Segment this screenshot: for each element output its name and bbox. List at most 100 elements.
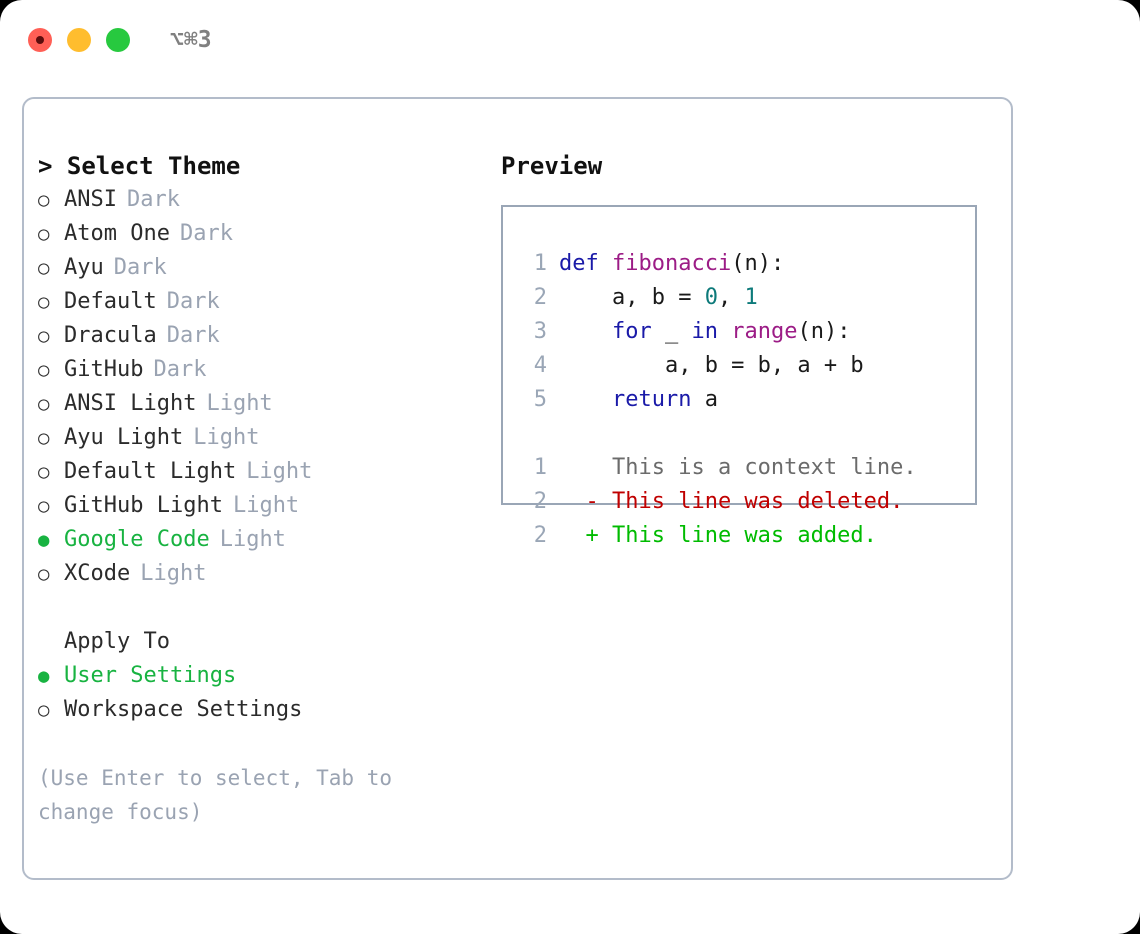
code-line-content: return a — [559, 383, 718, 417]
theme-option-kind: Light — [232, 493, 300, 518]
code-token-plain — [559, 387, 612, 412]
code-token-plain: a, b = b, a + b — [559, 353, 864, 378]
code-token-plain: (n): — [797, 319, 851, 344]
apply-to-option-list: ● User Settings ○ Workspace Settings — [38, 659, 488, 727]
apply-to-option-user-settings[interactable]: ● User Settings — [38, 659, 488, 693]
theme-option-label: Google Code — [64, 527, 210, 552]
preview-header: Preview — [501, 152, 603, 180]
code-token-kw: return — [611, 387, 692, 412]
theme-option-label: ANSI Light — [64, 391, 197, 416]
code-line-content: for _ in range(n): — [559, 315, 850, 349]
theme-option-kind: Dark — [126, 187, 180, 212]
diff-sample: 1 This is a context line.2 - This line w… — [519, 451, 975, 553]
theme-option-kind: Light — [140, 561, 207, 586]
apply-to-option-label: User Settings — [64, 663, 237, 688]
diff-line-del: 2 - This line was deleted. — [519, 485, 975, 519]
diff-line-content: - This line was deleted. — [559, 489, 904, 514]
theme-option-label: Default — [64, 289, 157, 314]
code-token-fn: range — [731, 319, 798, 344]
radio-unselected-icon: ○ — [38, 359, 50, 381]
theme-selector-header: > Select Theme — [38, 152, 241, 180]
close-icon — [36, 36, 44, 44]
theme-option-label: Default Light — [64, 459, 237, 484]
diff-line-number: 2 — [533, 523, 547, 548]
code-line-number: 5 — [533, 387, 547, 412]
code-line: 2 a, b = 0, 1 — [519, 281, 975, 315]
diff-line-number: 1 — [533, 455, 547, 480]
theme-option-label: Ayu — [64, 255, 104, 280]
code-token-plain: (n): — [731, 251, 785, 276]
code-token-plain: a — [691, 387, 718, 412]
radio-unselected-icon: ○ — [38, 325, 50, 347]
window-shortcut-label: ⌥⌘3 — [170, 27, 212, 53]
radio-unselected-icon: ○ — [38, 427, 50, 449]
radio-unselected-icon: ○ — [38, 699, 50, 721]
theme-option-kind: Light — [206, 391, 273, 416]
close-window-button[interactable] — [28, 28, 52, 52]
code-token-num: 1 — [744, 285, 758, 310]
code-line-number: 2 — [533, 285, 547, 310]
code-token-kw: for — [611, 319, 652, 344]
theme-option-dracula[interactable]: ○ Dracula Dark — [38, 319, 488, 353]
code-line: 3 for _ in range(n): — [519, 315, 975, 349]
theme-option-label: Atom One — [64, 221, 170, 246]
theme-option-kind: Light — [193, 425, 260, 450]
theme-option-label: Dracula — [64, 323, 157, 348]
diff-line-ctx: 1 This is a context line. — [519, 451, 975, 485]
code-token-kw: def — [559, 251, 612, 276]
code-token-kw: in — [691, 319, 718, 344]
theme-option-kind: Dark — [179, 221, 233, 246]
theme-option-kind: Light — [219, 527, 286, 552]
preview-spacer — [519, 417, 975, 451]
radio-unselected-icon: ○ — [38, 223, 50, 245]
theme-option-kind: Dark — [166, 289, 220, 314]
diff-line-content: + This line was added. — [559, 523, 877, 548]
code-token-plain — [718, 319, 731, 344]
code-line-number: 4 — [533, 353, 547, 378]
maximize-window-button[interactable] — [106, 28, 130, 52]
radio-selected-icon: ● — [38, 665, 50, 687]
apply-to-section: Apply To ● User Settings ○ Workspace Settin… — [38, 625, 488, 727]
apply-to-option-workspace-settings[interactable]: ○ Workspace Settings — [38, 693, 488, 727]
radio-unselected-icon: ○ — [38, 189, 50, 211]
keyboard-hint-text: (Use Enter to select, Tab to change focu… — [38, 766, 393, 824]
theme-option-kind: Dark — [153, 357, 207, 382]
theme-option-atom-one[interactable]: ○ Atom One Dark — [38, 217, 488, 251]
code-line: 5 return a — [519, 383, 975, 417]
apply-to-option-label: Workspace Settings — [64, 697, 303, 722]
apply-to-header: Apply To — [64, 629, 170, 654]
diff-line-add: 2 + This line was added. — [519, 519, 975, 553]
theme-option-kind: Light — [246, 459, 313, 484]
code-token-plain — [559, 319, 612, 344]
theme-option-label: GitHub Light — [64, 493, 223, 518]
diff-line-number: 2 — [533, 489, 547, 514]
minimize-window-button[interactable] — [67, 28, 91, 52]
theme-option-github-light[interactable]: ○ GitHub Light Light — [38, 489, 488, 523]
code-token-plain: a, b = — [559, 285, 705, 310]
diff-line-content: This is a context line. — [559, 455, 917, 480]
radio-unselected-icon: ○ — [38, 495, 50, 517]
theme-option-kind: Dark — [166, 323, 220, 348]
code-line-content: def fibonacci(n): — [559, 247, 784, 281]
code-line-content: a, b = 0, 1 — [559, 281, 758, 315]
code-line-number: 3 — [533, 319, 547, 344]
traffic-light-group — [28, 28, 130, 52]
theme-option-label: XCode — [64, 561, 131, 586]
